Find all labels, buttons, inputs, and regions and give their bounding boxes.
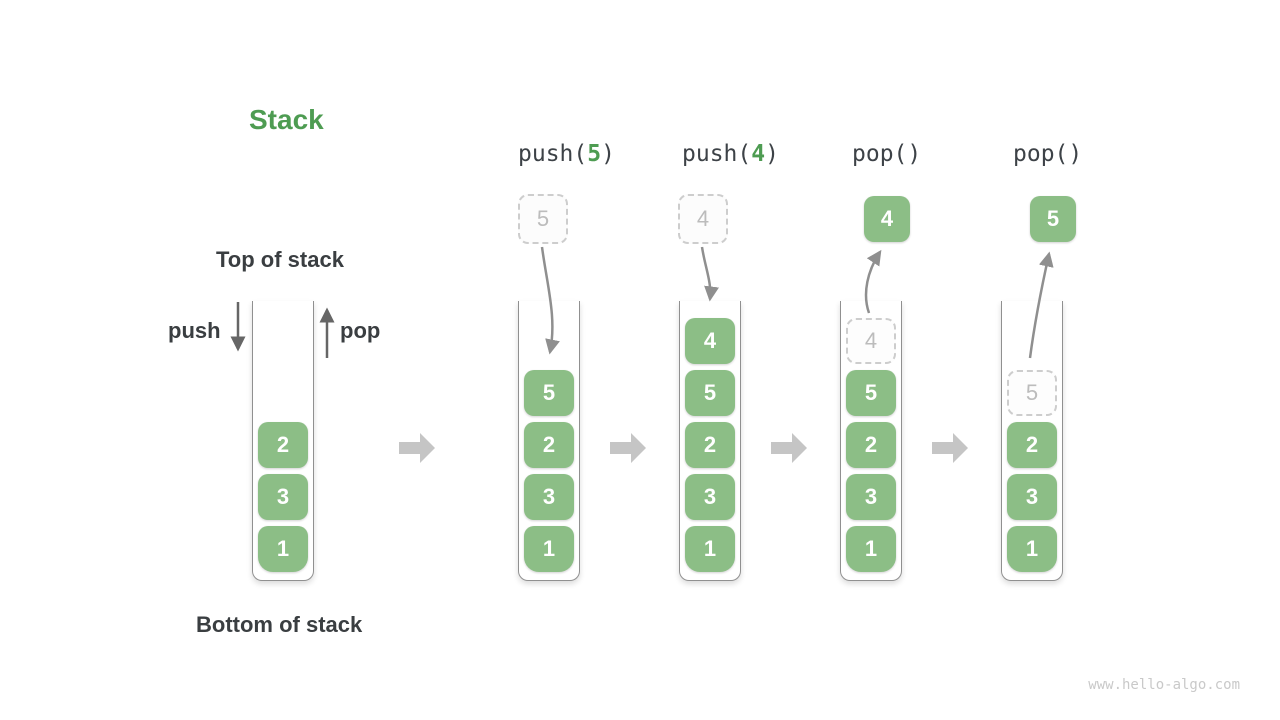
pop-arrow-label: pop xyxy=(340,318,381,343)
op-prefix: push( xyxy=(682,141,752,167)
stack-block: 2 xyxy=(1007,422,1057,468)
stack-block: 2 xyxy=(846,422,896,468)
top-of-stack-label: Top of stack xyxy=(216,247,344,272)
op-argument: 5 xyxy=(587,141,602,167)
op-suffix: ) xyxy=(1068,141,1083,167)
popped-value-box: 4 xyxy=(864,196,910,242)
stack-block: 3 xyxy=(258,474,308,520)
op-prefix: pop( xyxy=(1013,141,1069,167)
incoming-value-box: 5 xyxy=(518,194,568,244)
vacated-slot: 4 xyxy=(846,318,896,364)
transition-right-arrow-icon xyxy=(932,433,968,463)
operation-label-pop-2: pop() xyxy=(1013,141,1082,167)
bottom-of-stack-label: Bottom of stack xyxy=(196,612,363,637)
stack-block: 2 xyxy=(258,422,308,468)
page-title: Stack xyxy=(249,104,324,135)
stack-block: 1 xyxy=(1007,526,1057,572)
right-arrow-shape xyxy=(771,433,807,463)
op-argument: 4 xyxy=(751,141,766,167)
transition-right-arrow-icon xyxy=(610,433,646,463)
push-4-curved-arrow-icon xyxy=(700,246,719,302)
transition-right-arrow-icon xyxy=(771,433,807,463)
op-suffix: ) xyxy=(907,141,922,167)
popped-value-box: 5 xyxy=(1030,196,1076,242)
right-arrow-shape xyxy=(932,433,968,463)
stack-block: 3 xyxy=(524,474,574,520)
stack-column-after-push-5: 5 2 3 1 xyxy=(518,301,580,581)
incoming-value-box: 4 xyxy=(678,194,728,244)
stack-column-after-pop-1: 4 5 2 3 1 xyxy=(840,301,902,581)
stack-block: 3 xyxy=(1007,474,1057,520)
stack-block: 1 xyxy=(524,526,574,572)
watermark: www.hello-algo.com xyxy=(1088,677,1240,693)
op-prefix: push( xyxy=(518,141,588,167)
right-arrow-shape xyxy=(610,433,646,463)
stack-column-after-pop-2: 5 2 3 1 xyxy=(1001,301,1063,581)
operation-label-push-4: push(4) xyxy=(682,141,779,167)
op-suffix: ) xyxy=(765,141,779,167)
transition-right-arrow-icon xyxy=(399,433,435,463)
stack-column-initial: 2 3 1 xyxy=(252,301,314,581)
operation-label-push-5: push(5) xyxy=(518,141,615,167)
stack-block: 2 xyxy=(524,422,574,468)
push-arrow-label: push xyxy=(168,318,221,343)
stack-block: 5 xyxy=(846,370,896,416)
stack-column-after-push-4: 4 5 2 3 1 xyxy=(679,301,741,581)
stack-block: 1 xyxy=(685,526,735,572)
stack-block: 5 xyxy=(685,370,735,416)
stack-block: 3 xyxy=(846,474,896,520)
operation-label-pop-1: pop() xyxy=(852,141,921,167)
stack-block: 1 xyxy=(846,526,896,572)
stack-block: 4 xyxy=(685,318,735,364)
op-prefix: pop( xyxy=(852,141,908,167)
stack-block: 5 xyxy=(524,370,574,416)
vacated-slot: 5 xyxy=(1007,370,1057,416)
stack-block: 3 xyxy=(685,474,735,520)
stack-block: 1 xyxy=(258,526,308,572)
stack-block: 2 xyxy=(685,422,735,468)
op-suffix: ) xyxy=(601,141,615,167)
right-arrow-shape xyxy=(399,433,435,463)
